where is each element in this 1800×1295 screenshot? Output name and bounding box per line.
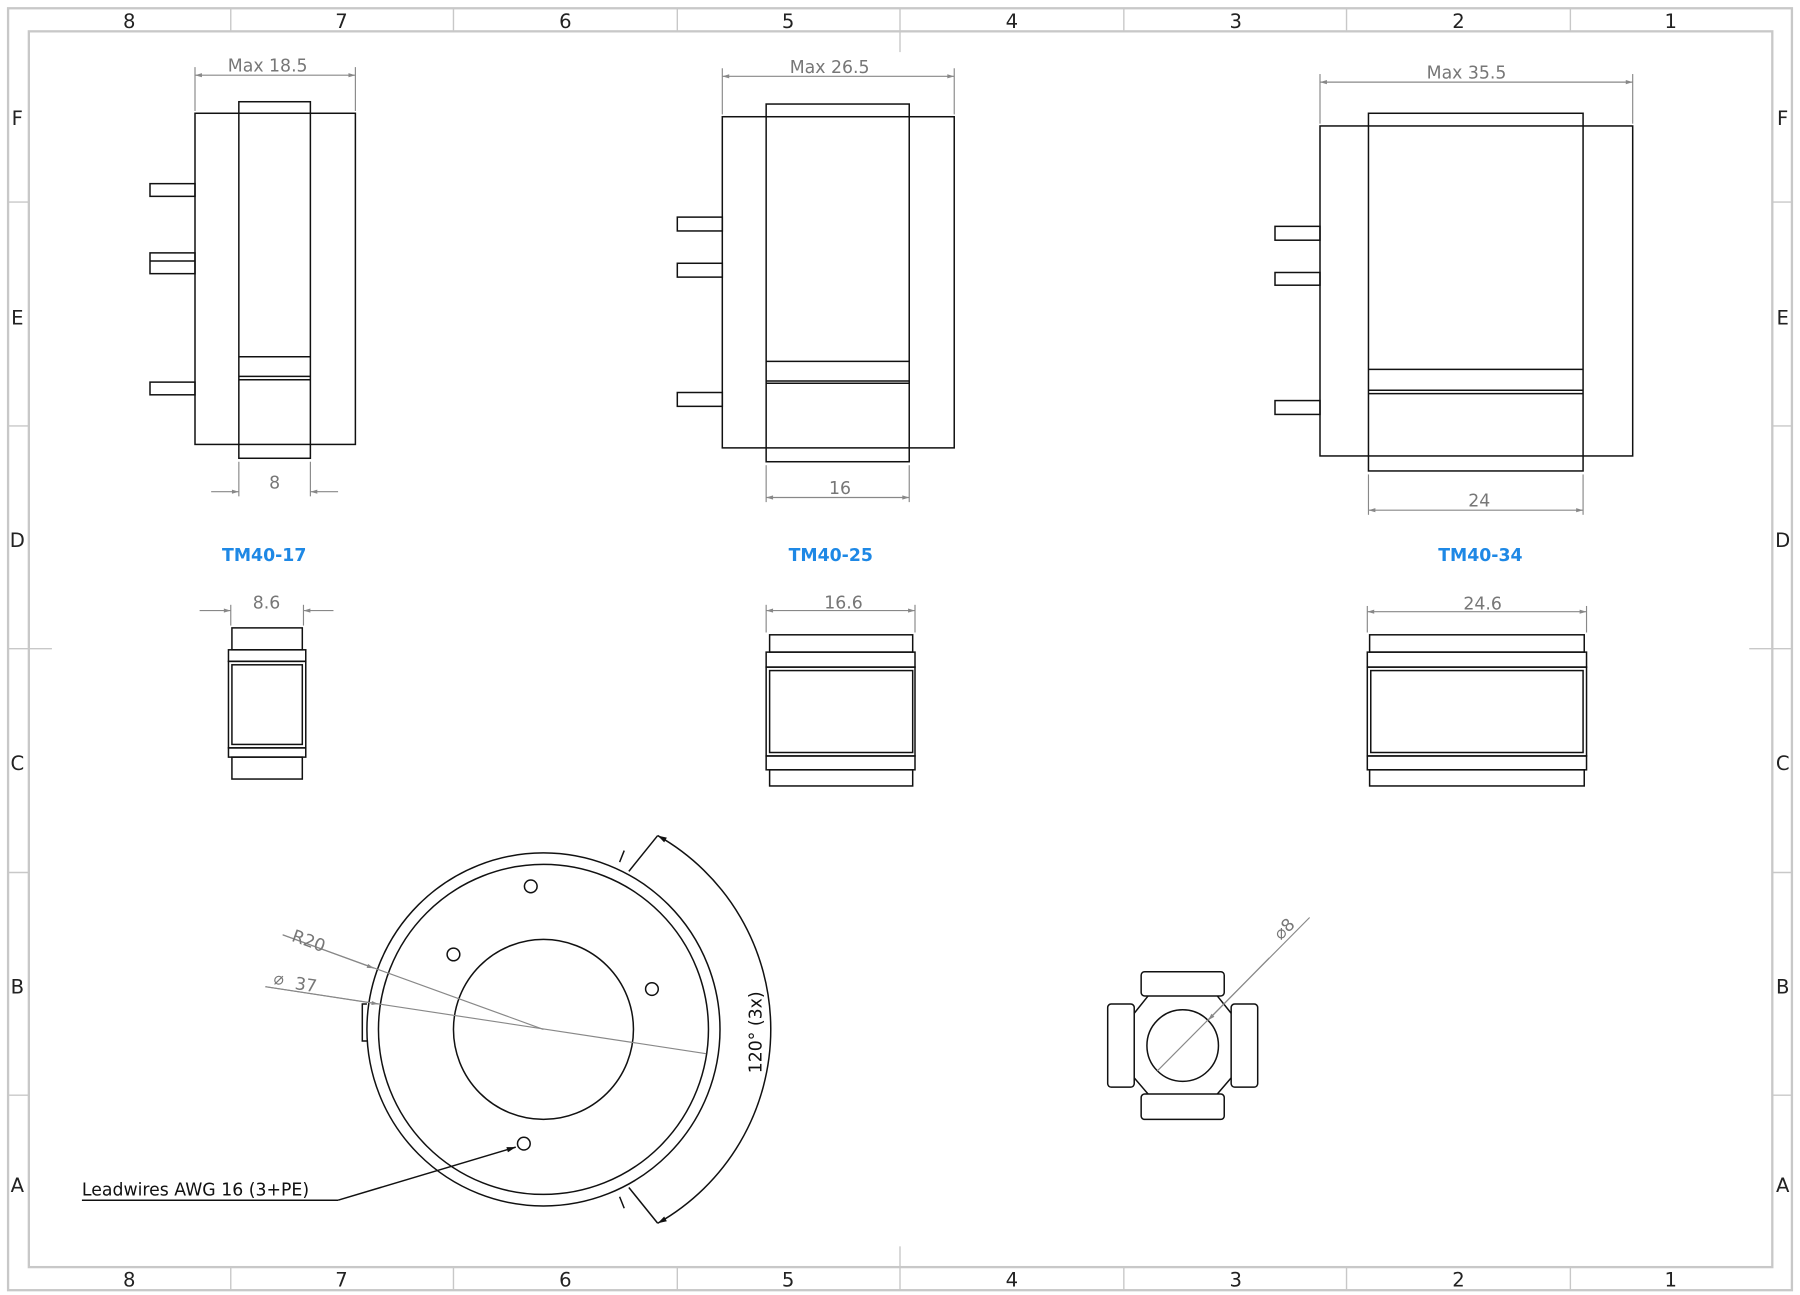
column-label: 7: [335, 10, 347, 33]
row-label: F: [12, 107, 23, 130]
column-label: 2: [1452, 10, 1464, 33]
column-label: 6: [559, 10, 571, 33]
bottom-width-dimension: 24.6: [1463, 594, 1502, 614]
row-label: F: [1777, 107, 1788, 130]
column-label: 5: [782, 1269, 794, 1292]
row-label: D: [1775, 529, 1790, 552]
max-width-dimension: Max 18.5: [228, 57, 308, 77]
max-width-dimension: Max 35.5: [1427, 64, 1507, 84]
column-label: 6: [559, 1269, 571, 1292]
tm40-25-top-view: 16.6: [765, 593, 916, 787]
radius-dimension: R20: [289, 926, 328, 956]
row-label: B: [1776, 976, 1789, 999]
leadwire-note: Leadwires AWG 16 (3+PE): [82, 1181, 309, 1201]
max-width-dimension: Max 26.5: [790, 58, 870, 78]
column-label: 2: [1452, 1269, 1464, 1292]
column-label: 1: [1665, 1269, 1677, 1292]
diameter-dimension: 37: [294, 974, 319, 997]
column-label: 4: [1006, 1269, 1018, 1292]
column-label: 3: [1230, 10, 1242, 33]
row-label: E: [1776, 306, 1788, 329]
core-end-view: ⌀8: [1106, 915, 1311, 1121]
row-label: E: [11, 306, 23, 329]
row-label: B: [11, 976, 24, 999]
core-width-dimension: 8: [269, 473, 280, 493]
core-width-dimension: 24: [1468, 492, 1490, 512]
part-label-tm40-17: TM40-17: [222, 546, 306, 566]
tm40-25-side-view: Max 26.5 16: [676, 58, 955, 503]
column-label: 4: [1006, 10, 1018, 33]
column-label: 5: [782, 10, 794, 33]
zone-labels: 8 7 6 5 4 3 2 1 8 7 6 5 4 3 2 1 F E D C …: [10, 10, 1790, 1292]
drawing-frame: [6, 7, 1794, 1292]
tm40-17-side-view: Max 18.5 8: [149, 57, 357, 497]
mounting-hole: [644, 981, 660, 997]
column-label: 1: [1665, 10, 1677, 33]
row-label: D: [10, 529, 25, 552]
tm40-34-top-view: 24.6: [1366, 594, 1588, 787]
core-diameter-dimension: ⌀8: [1270, 915, 1299, 944]
bottom-width-dimension: 16.6: [824, 593, 863, 613]
core-width-dimension: 16: [829, 479, 851, 499]
row-label: C: [1776, 752, 1790, 775]
row-label: C: [10, 752, 24, 775]
angle-dimension: 120° (3x): [747, 991, 767, 1073]
column-label: 7: [335, 1269, 347, 1292]
column-label: 8: [123, 10, 135, 33]
mounting-hole: [446, 947, 461, 962]
mounting-hole: [523, 879, 538, 894]
tm40-34-side-view: Max 35.5 24: [1274, 64, 1634, 515]
diameter-symbol: ⌀: [273, 969, 283, 989]
bottom-width-dimension: 8.6: [253, 593, 281, 613]
column-label: 3: [1230, 1269, 1242, 1292]
row-label: A: [11, 1174, 25, 1197]
column-label: 8: [123, 1269, 135, 1292]
row-label: A: [1776, 1174, 1790, 1197]
flange-view: 120° (3x) R20 ⌀ 37 Leadwires AWG 16 (3+P…: [81, 834, 772, 1224]
tm40-17-top-view: 8.6: [199, 593, 334, 780]
part-label-tm40-34: TM40-34: [1438, 546, 1522, 566]
leadwire-hole: [516, 1136, 531, 1151]
part-label-tm40-25: TM40-25: [789, 546, 873, 566]
